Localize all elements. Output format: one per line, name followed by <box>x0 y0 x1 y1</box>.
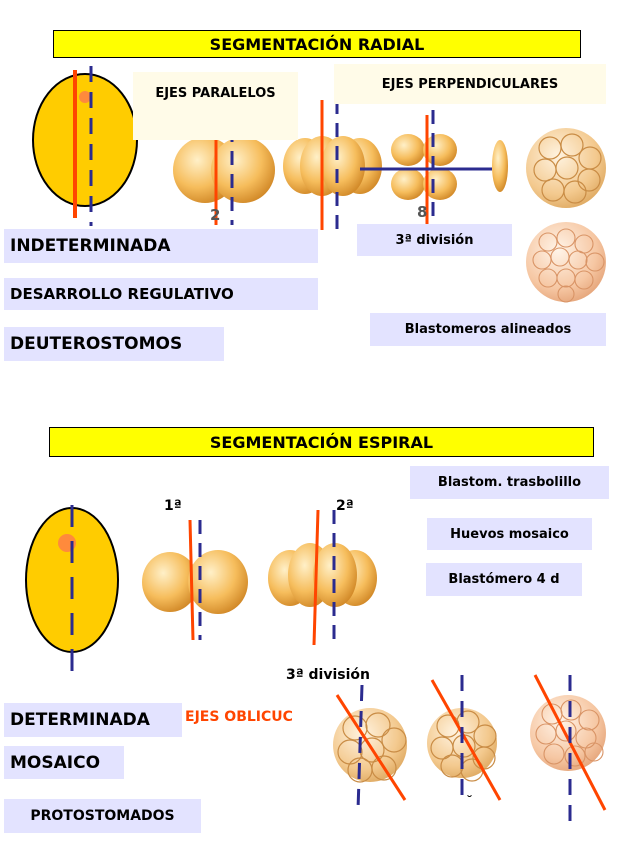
spiral-egg <box>25 505 119 680</box>
radial-title: SEGMENTACIÓN RADIAL <box>53 30 581 58</box>
spiral-eight-cell-2 <box>427 675 502 801</box>
protostomados-label: PROTOSTOMADOS <box>4 799 201 833</box>
blastomeros-alineados-label: Blastomeros alineados <box>370 313 606 346</box>
indeterminada-label: INDETERMINADA <box>4 229 318 263</box>
spiral-four-cell <box>268 509 377 646</box>
mosaico-label: MOSAICO <box>4 746 124 779</box>
spiral-title: SEGMENTACIÓN ESPIRAL <box>49 427 594 457</box>
stage-2-label: 2 <box>210 206 221 224</box>
spiral-third-division-label: 3ª división <box>286 667 370 683</box>
radial-eight-cell <box>360 110 492 225</box>
spiral-two-cell <box>142 519 248 641</box>
ejes-oblicuos-label: EJES OBLICUC <box>185 709 293 725</box>
radial-third-division-label: 3ª división <box>357 224 512 256</box>
stray-mark: ˘ <box>466 794 473 810</box>
spiral-eight-cell-3 <box>530 674 607 830</box>
blastom-trasbolillo-label: Blastom. trasbolillo <box>410 466 609 499</box>
determinada-label: DETERMINADA <box>4 703 182 737</box>
first-division-label: 1ª <box>164 498 182 514</box>
deuterostomos-label: DEUTEROSTOMOS <box>4 327 224 361</box>
radial-partial-cell <box>492 140 508 192</box>
radial-blastula-top <box>526 128 606 208</box>
ejes-perpendiculares-label: EJES PERPENDICULARES <box>334 64 606 104</box>
desarrollo-regulativo-label: DESARROLLO REGULATIVO <box>4 278 318 310</box>
stage-8-label: 8 <box>417 203 428 221</box>
radial-four-cell <box>283 100 382 230</box>
radial-egg <box>32 66 138 226</box>
blastomero-4d-label: Blastómero 4 d <box>426 563 582 596</box>
ejes-paralelos-label: EJES PARALELOS <box>133 72 298 140</box>
spiral-eight-cell-1 <box>333 684 407 811</box>
radial-blastula-bottom <box>526 222 606 303</box>
huevos-mosaico-label: Huevos mosaico <box>427 518 592 550</box>
second-division-label: 2ª <box>336 498 354 514</box>
